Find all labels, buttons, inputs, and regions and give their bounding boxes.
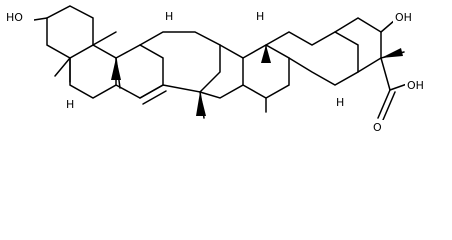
molecule-diagram: HO OH H H H H OH O [4,5,429,134]
cooh-oh-label: OH [407,79,424,92]
h-lower-left-label: H [66,98,74,111]
carbonyl-oxygen-label: O [373,121,382,134]
skeleton-bonds [33,5,408,121]
atom-labels: HO OH H H H H OH O [4,10,429,134]
oh-left-label: HO [6,11,23,24]
stereo-bonds [111,45,403,116]
oh-right-label: OH [395,11,412,24]
h-upper-left-label: H [165,10,173,23]
h-lower-right-label: H [336,96,344,109]
h-upper-right-label: H [256,10,264,23]
